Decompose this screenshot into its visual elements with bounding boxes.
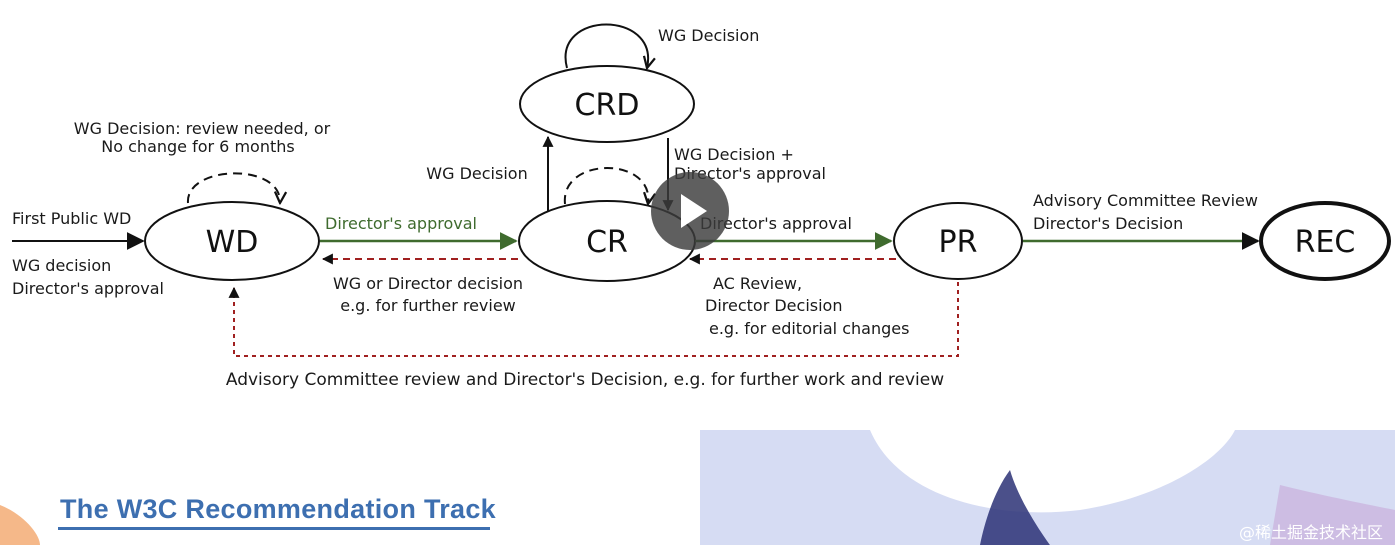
wd-loop-label-line1: WG Decision: review needed, or (74, 119, 331, 138)
pr-to-wd-return-arrow (228, 282, 959, 357)
node-cr: CR (518, 200, 696, 282)
pr-to-cr-label-line1: AC Review, (713, 274, 802, 293)
crd-loop-label: WG Decision (658, 26, 759, 45)
wd-self-loop (186, 172, 280, 203)
node-rec: REC (1259, 201, 1391, 281)
pr-to-rec-label-line1: Advisory Committee Review (1033, 191, 1258, 210)
wg-decision-entry-label: WG decision (12, 256, 111, 275)
cr-to-crd-label: WG Decision (426, 164, 527, 183)
cr-self-loop (563, 167, 649, 204)
crd-self-loop (564, 23, 649, 69)
pr-to-wd-label: Advisory Committee review and Director's… (226, 370, 944, 390)
node-crd: CRD (519, 65, 695, 143)
play-icon (681, 194, 707, 228)
wd-loop-label-line2: No change for 6 months (101, 137, 294, 156)
cr-to-pr-label: Director's approval (700, 214, 852, 233)
node-rec-label: REC (1295, 225, 1356, 260)
background-decoration (0, 430, 1395, 545)
wd-to-cr-label: Director's approval (325, 214, 477, 233)
node-wd: WD (144, 201, 320, 281)
source-credit: @稀土掘金技术社区 (1238, 523, 1383, 542)
node-wd-label: WD (206, 225, 259, 260)
node-pr: PR (893, 202, 1023, 280)
cr-to-wd-label-line1: WG or Director decision (333, 274, 523, 293)
cr-to-wd-label-line2: e.g. for further review (340, 296, 516, 315)
video-play-button[interactable] (651, 172, 729, 250)
node-pr-label: PR (939, 225, 978, 260)
node-crd-label: CRD (575, 88, 640, 123)
crd-to-cr-label-line1: WG Decision + (674, 145, 794, 164)
directors-approval-entry-label: Director's approval (12, 279, 164, 298)
slide-title: The W3C Recommendation Track (60, 494, 496, 524)
node-cr-label: CR (586, 225, 628, 260)
pr-to-rec-label-line2: Director's Decision (1033, 214, 1183, 233)
pr-to-cr-label-line3: e.g. for editorial changes (709, 319, 909, 338)
title-underline (58, 527, 490, 530)
first-public-wd-label: First Public WD (12, 209, 131, 228)
pr-to-cr-label-line2: Director Decision (705, 296, 842, 315)
